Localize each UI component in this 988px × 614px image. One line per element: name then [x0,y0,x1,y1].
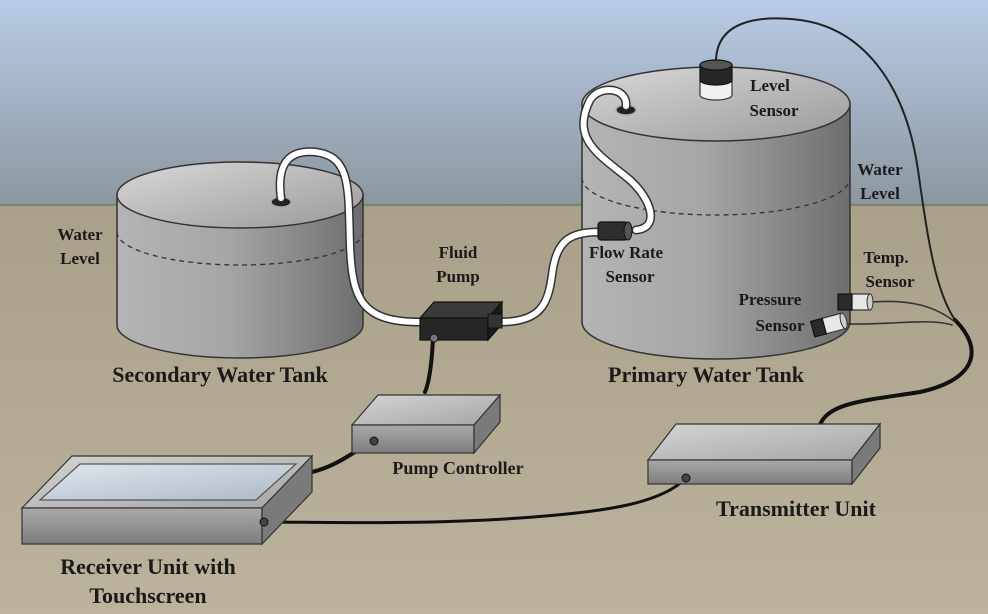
cable-pressure-sensor [847,321,953,326]
temp-sensor [837,293,874,311]
hoses [275,85,656,327]
label-transmitter-unit: Transmitter Unit [716,496,877,521]
transmitter-unit [646,422,882,486]
level-sensor [699,59,733,101]
label-flow-rate-sensor-2: Sensor [605,267,655,286]
label-flow-rate-sensor-1: Flow Rate [589,243,664,262]
fluid-pump [418,300,504,343]
primary-water-level-line [581,177,851,216]
cable-temp-sensor [871,300,956,323]
label-receiver-unit-2: Touchscreen [89,583,206,608]
cable-receiver-to-transmitter [262,476,688,525]
label-primary-tank: Primary Water Tank [608,362,805,387]
label-secondary-water-level-1: Water [57,225,103,244]
label-fluid-pump-2: Pump [436,267,479,286]
label-fluid-pump-1: Fluid [439,243,478,262]
labels: Secondary Water Tank Primary Water Tank … [57,76,915,608]
label-secondary-tank: Secondary Water Tank [112,362,328,387]
label-pressure-sensor-1: Pressure [739,290,802,309]
pump-controller [350,393,502,455]
label-temp-sensor-1: Temp. [863,248,908,267]
primary-water-tank [581,66,851,360]
cable-pump-to-controller [423,336,435,394]
label-level-sensor-1: Level [750,76,790,95]
pressure-sensor [809,312,848,338]
label-receiver-unit-1: Receiver Unit with [60,554,236,579]
label-pressure-sensor-2: Sensor [755,316,805,335]
label-level-sensor-2: Sensor [749,101,799,120]
secondary-water-tank [116,161,364,359]
flow-rate-sensor [597,221,633,241]
label-temp-sensor-2: Sensor [865,272,915,291]
receiver-touchscreen [38,463,298,501]
receiver-unit [20,454,314,546]
label-pump-controller: Pump Controller [392,458,523,478]
cables [262,17,974,525]
label-primary-water-level-2: Level [860,184,900,203]
label-secondary-water-level-2: Level [60,249,100,268]
label-primary-water-level-1: Water [857,160,903,179]
cable-transmitter-thick [818,318,974,427]
